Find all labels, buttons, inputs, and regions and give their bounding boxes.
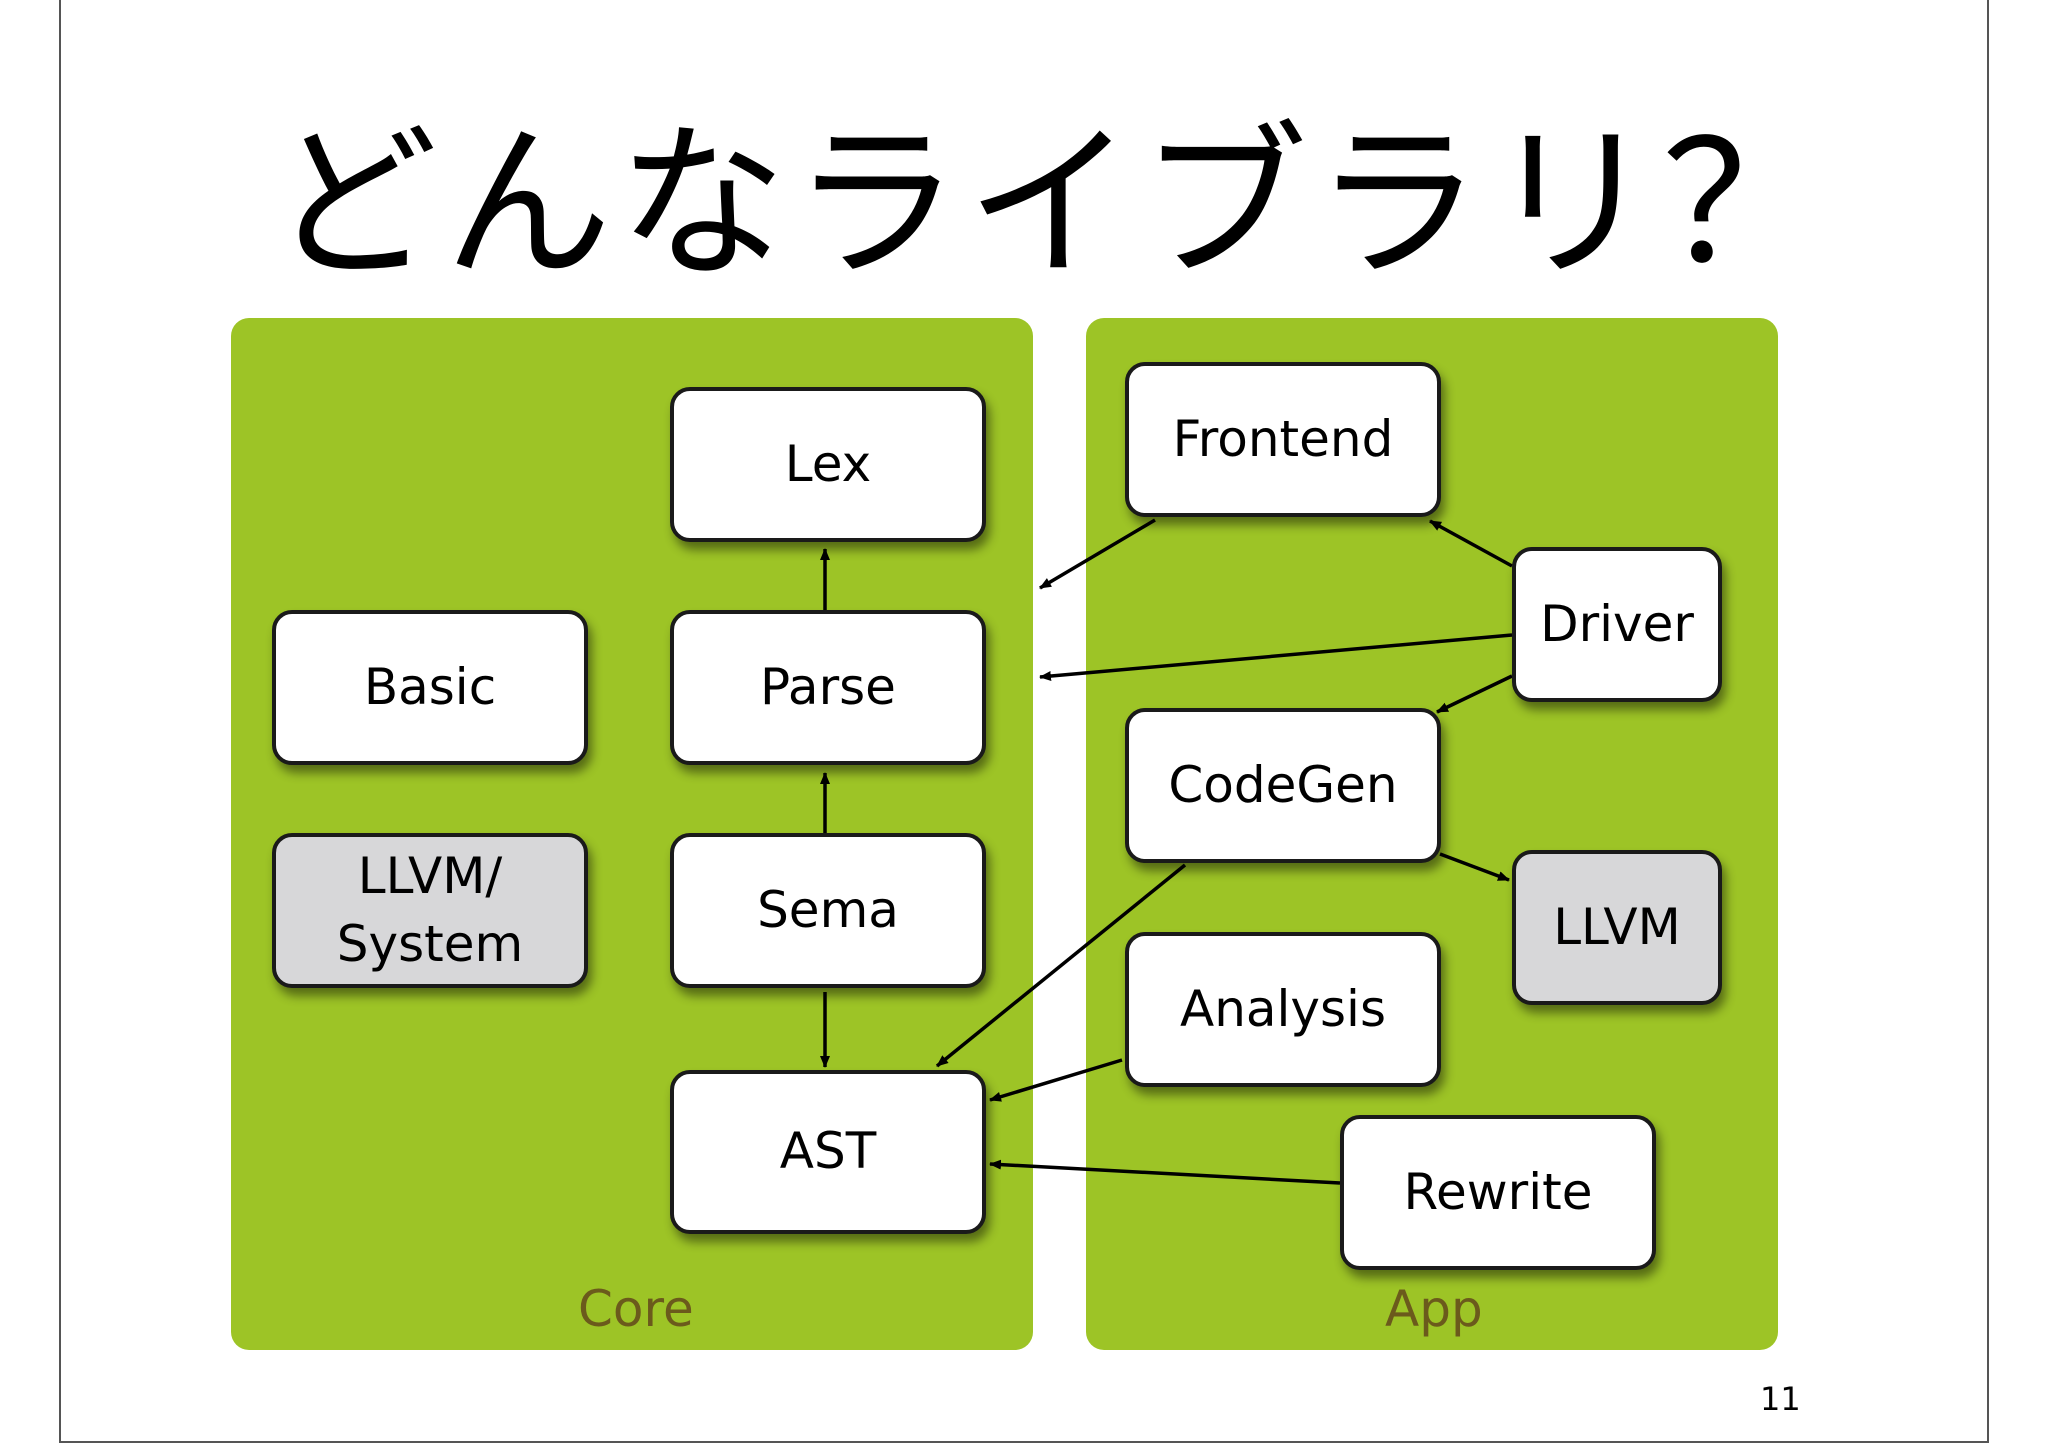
slide-title: どんなライブラリ？ bbox=[270, 106, 1836, 302]
parse-label: Parse bbox=[760, 657, 896, 716]
codegen-box: CodeGen bbox=[1125, 708, 1441, 863]
sema-box: Sema bbox=[670, 833, 986, 988]
llvm-system-label: LLVM/ System bbox=[336, 847, 524, 973]
lex-label: Lex bbox=[784, 434, 872, 493]
rewrite-box: Rewrite bbox=[1340, 1115, 1656, 1270]
page-number: 11 bbox=[1760, 1380, 1801, 1418]
parse-box: Parse bbox=[670, 610, 986, 765]
slide-frame bbox=[59, 0, 1989, 1443]
core-panel-label: Core bbox=[578, 1280, 694, 1338]
driver-label: Driver bbox=[1540, 594, 1694, 653]
lex-box: Lex bbox=[670, 387, 986, 542]
llvm-system-box: LLVM/ System bbox=[272, 833, 588, 988]
frontend-box: Frontend bbox=[1125, 362, 1441, 517]
frontend-label: Frontend bbox=[1172, 409, 1394, 468]
basic-label: Basic bbox=[363, 657, 497, 716]
ast-label: AST bbox=[779, 1122, 877, 1181]
codegen-label: CodeGen bbox=[1168, 755, 1398, 814]
sema-label: Sema bbox=[757, 880, 899, 939]
basic-box: Basic bbox=[272, 610, 588, 765]
rewrite-label: Rewrite bbox=[1403, 1162, 1593, 1221]
app-panel-label: App bbox=[1385, 1280, 1483, 1338]
ast-box: AST bbox=[670, 1070, 986, 1234]
llvm-label: LLVM bbox=[1553, 897, 1681, 956]
analysis-box: Analysis bbox=[1125, 932, 1441, 1087]
llvm-box: LLVM bbox=[1512, 850, 1722, 1005]
analysis-label: Analysis bbox=[1179, 979, 1386, 1038]
driver-box: Driver bbox=[1512, 547, 1722, 702]
